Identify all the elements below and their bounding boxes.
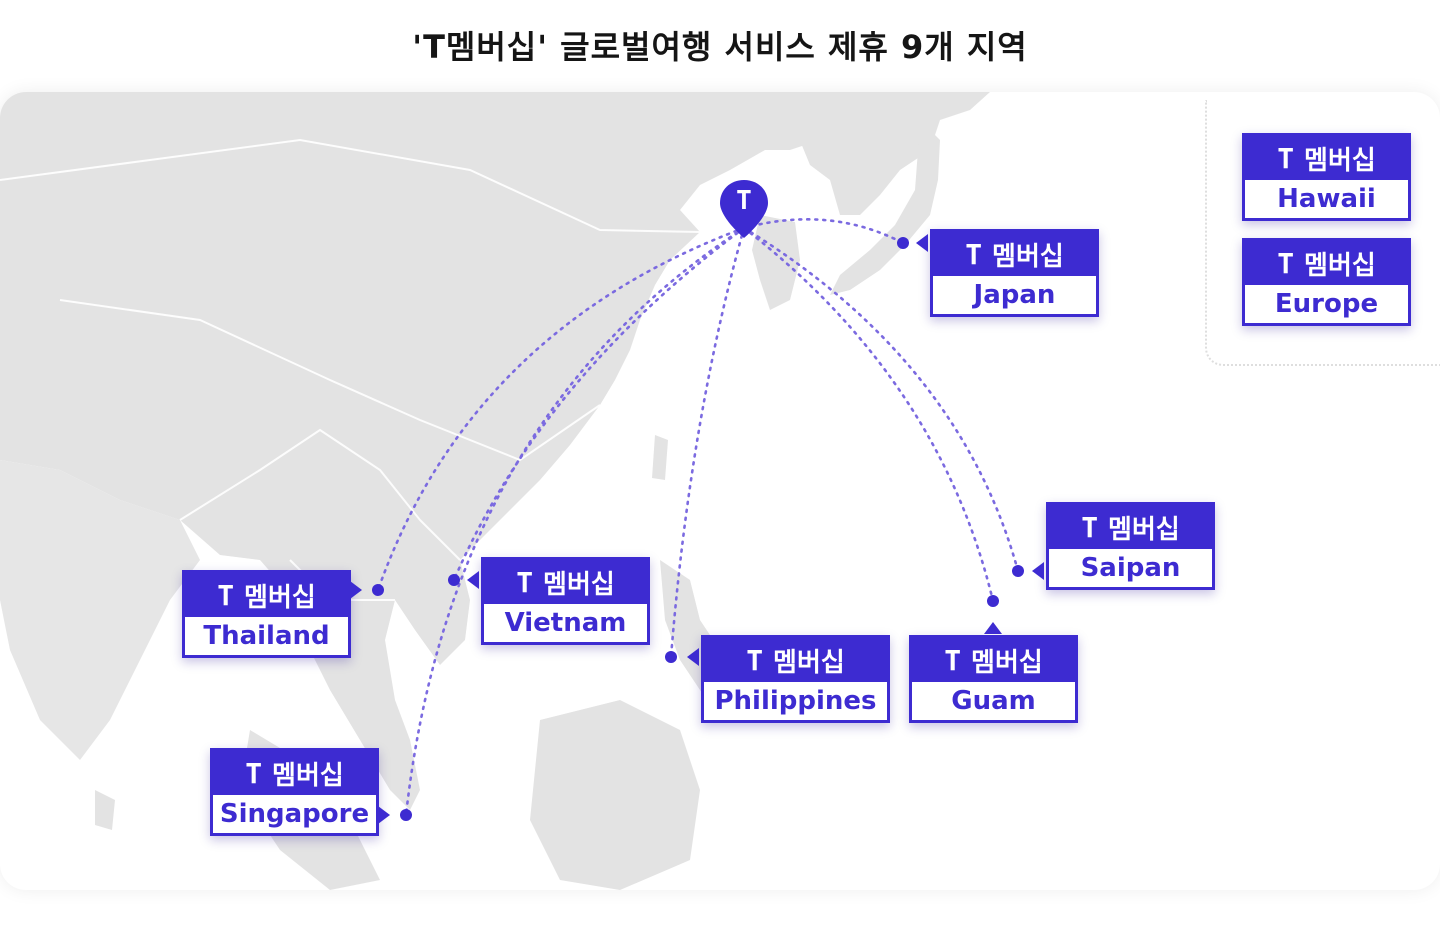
brand-label: 멤버십 — [543, 569, 615, 600]
dot-singapore — [400, 809, 412, 821]
region-label-japan: T 멤버십 Japan — [930, 229, 1099, 317]
pointer-arrow — [467, 571, 479, 589]
region-name-saipan: Saipan — [1049, 549, 1212, 587]
region-label-saipan: T 멤버십 Saipan — [1046, 502, 1215, 590]
pointer-arrow — [1032, 562, 1044, 580]
region-name-singapore: Singapore — [213, 795, 376, 833]
region-name-vietnam: Vietnam — [484, 604, 647, 642]
route-japan — [742, 218, 905, 245]
t-location-pin-icon — [720, 180, 768, 238]
brand-letter: T — [1277, 246, 1295, 280]
land-asia-mainland — [0, 92, 855, 810]
route-lines — [376, 218, 1020, 817]
region-name-guam: Guam — [912, 682, 1075, 720]
region-label-singapore: T 멤버십 Singapore — [210, 748, 379, 836]
land-japan — [830, 120, 940, 295]
brand-label: 멤버십 — [992, 241, 1064, 272]
land-borneo — [530, 700, 700, 890]
page-title: 'T멤버십' 글로벌여행 서비스 제휴 9개 지역 — [412, 28, 1028, 66]
brand-label: 멤버십 — [1108, 514, 1180, 545]
land-russia-east — [780, 92, 990, 215]
land-india — [0, 460, 200, 760]
dot-saipan — [1012, 565, 1024, 577]
region-label-thailand: T 멤버십 Thailand — [182, 570, 351, 658]
dot-guam — [987, 595, 999, 607]
route-vietnam — [452, 226, 746, 582]
dot-thailand — [372, 584, 384, 596]
brand-label: 멤버십 — [1304, 250, 1376, 281]
pointer-arrow — [378, 806, 390, 824]
brand-letter: T — [217, 578, 235, 612]
route-saipan — [742, 226, 1020, 573]
brand-letter: T — [1081, 510, 1099, 544]
brand-letter: T — [944, 643, 962, 677]
land-korea — [752, 215, 800, 310]
map-panel — [0, 92, 1440, 890]
dot-vietnam — [448, 574, 460, 586]
land-taiwan — [652, 435, 668, 480]
pointer-arrow — [350, 581, 362, 599]
pointer-arrow — [984, 622, 1002, 634]
pin-letter: T — [736, 186, 752, 216]
region-name-japan: Japan — [933, 276, 1096, 314]
region-label-philippines: T 멤버십 Philippines — [701, 635, 890, 723]
brand-label: 멤버십 — [1304, 145, 1376, 176]
brand-letter: T — [1277, 141, 1295, 175]
route-guam — [742, 226, 995, 603]
region-name-hawaii: Hawaii — [1245, 180, 1408, 218]
region-label-hawaii: T 멤버십 Hawaii — [1242, 133, 1411, 221]
brand-label: 멤버십 — [773, 647, 845, 678]
route-thailand — [376, 226, 746, 592]
brand-label: 멤버십 — [244, 582, 316, 613]
region-name-europe: Europe — [1245, 285, 1408, 323]
brand-letter: T — [245, 756, 263, 790]
route-philippines — [669, 226, 746, 659]
destination-dots — [372, 237, 1024, 821]
region-name-philippines: Philippines — [704, 682, 887, 720]
brand-label: 멤버십 — [971, 647, 1043, 678]
brand-letter: T — [516, 565, 534, 599]
region-label-guam: T 멤버십 Guam — [909, 635, 1078, 723]
dot-japan — [897, 237, 909, 249]
region-name-thailand: Thailand — [185, 617, 348, 655]
pointer-arrow — [687, 648, 699, 666]
route-singapore — [404, 226, 746, 817]
land-srilanka — [95, 790, 115, 830]
brand-letter: T — [965, 237, 983, 271]
brand-letter: T — [746, 643, 764, 677]
legend-area — [1205, 100, 1440, 366]
dot-philippines — [665, 651, 677, 663]
region-label-vietnam: T 멤버십 Vietnam — [481, 557, 650, 645]
pointer-arrow — [916, 234, 928, 252]
brand-label: 멤버십 — [272, 760, 344, 791]
map-background — [0, 92, 1024, 890]
region-label-europe: T 멤버십 Europe — [1242, 238, 1411, 326]
